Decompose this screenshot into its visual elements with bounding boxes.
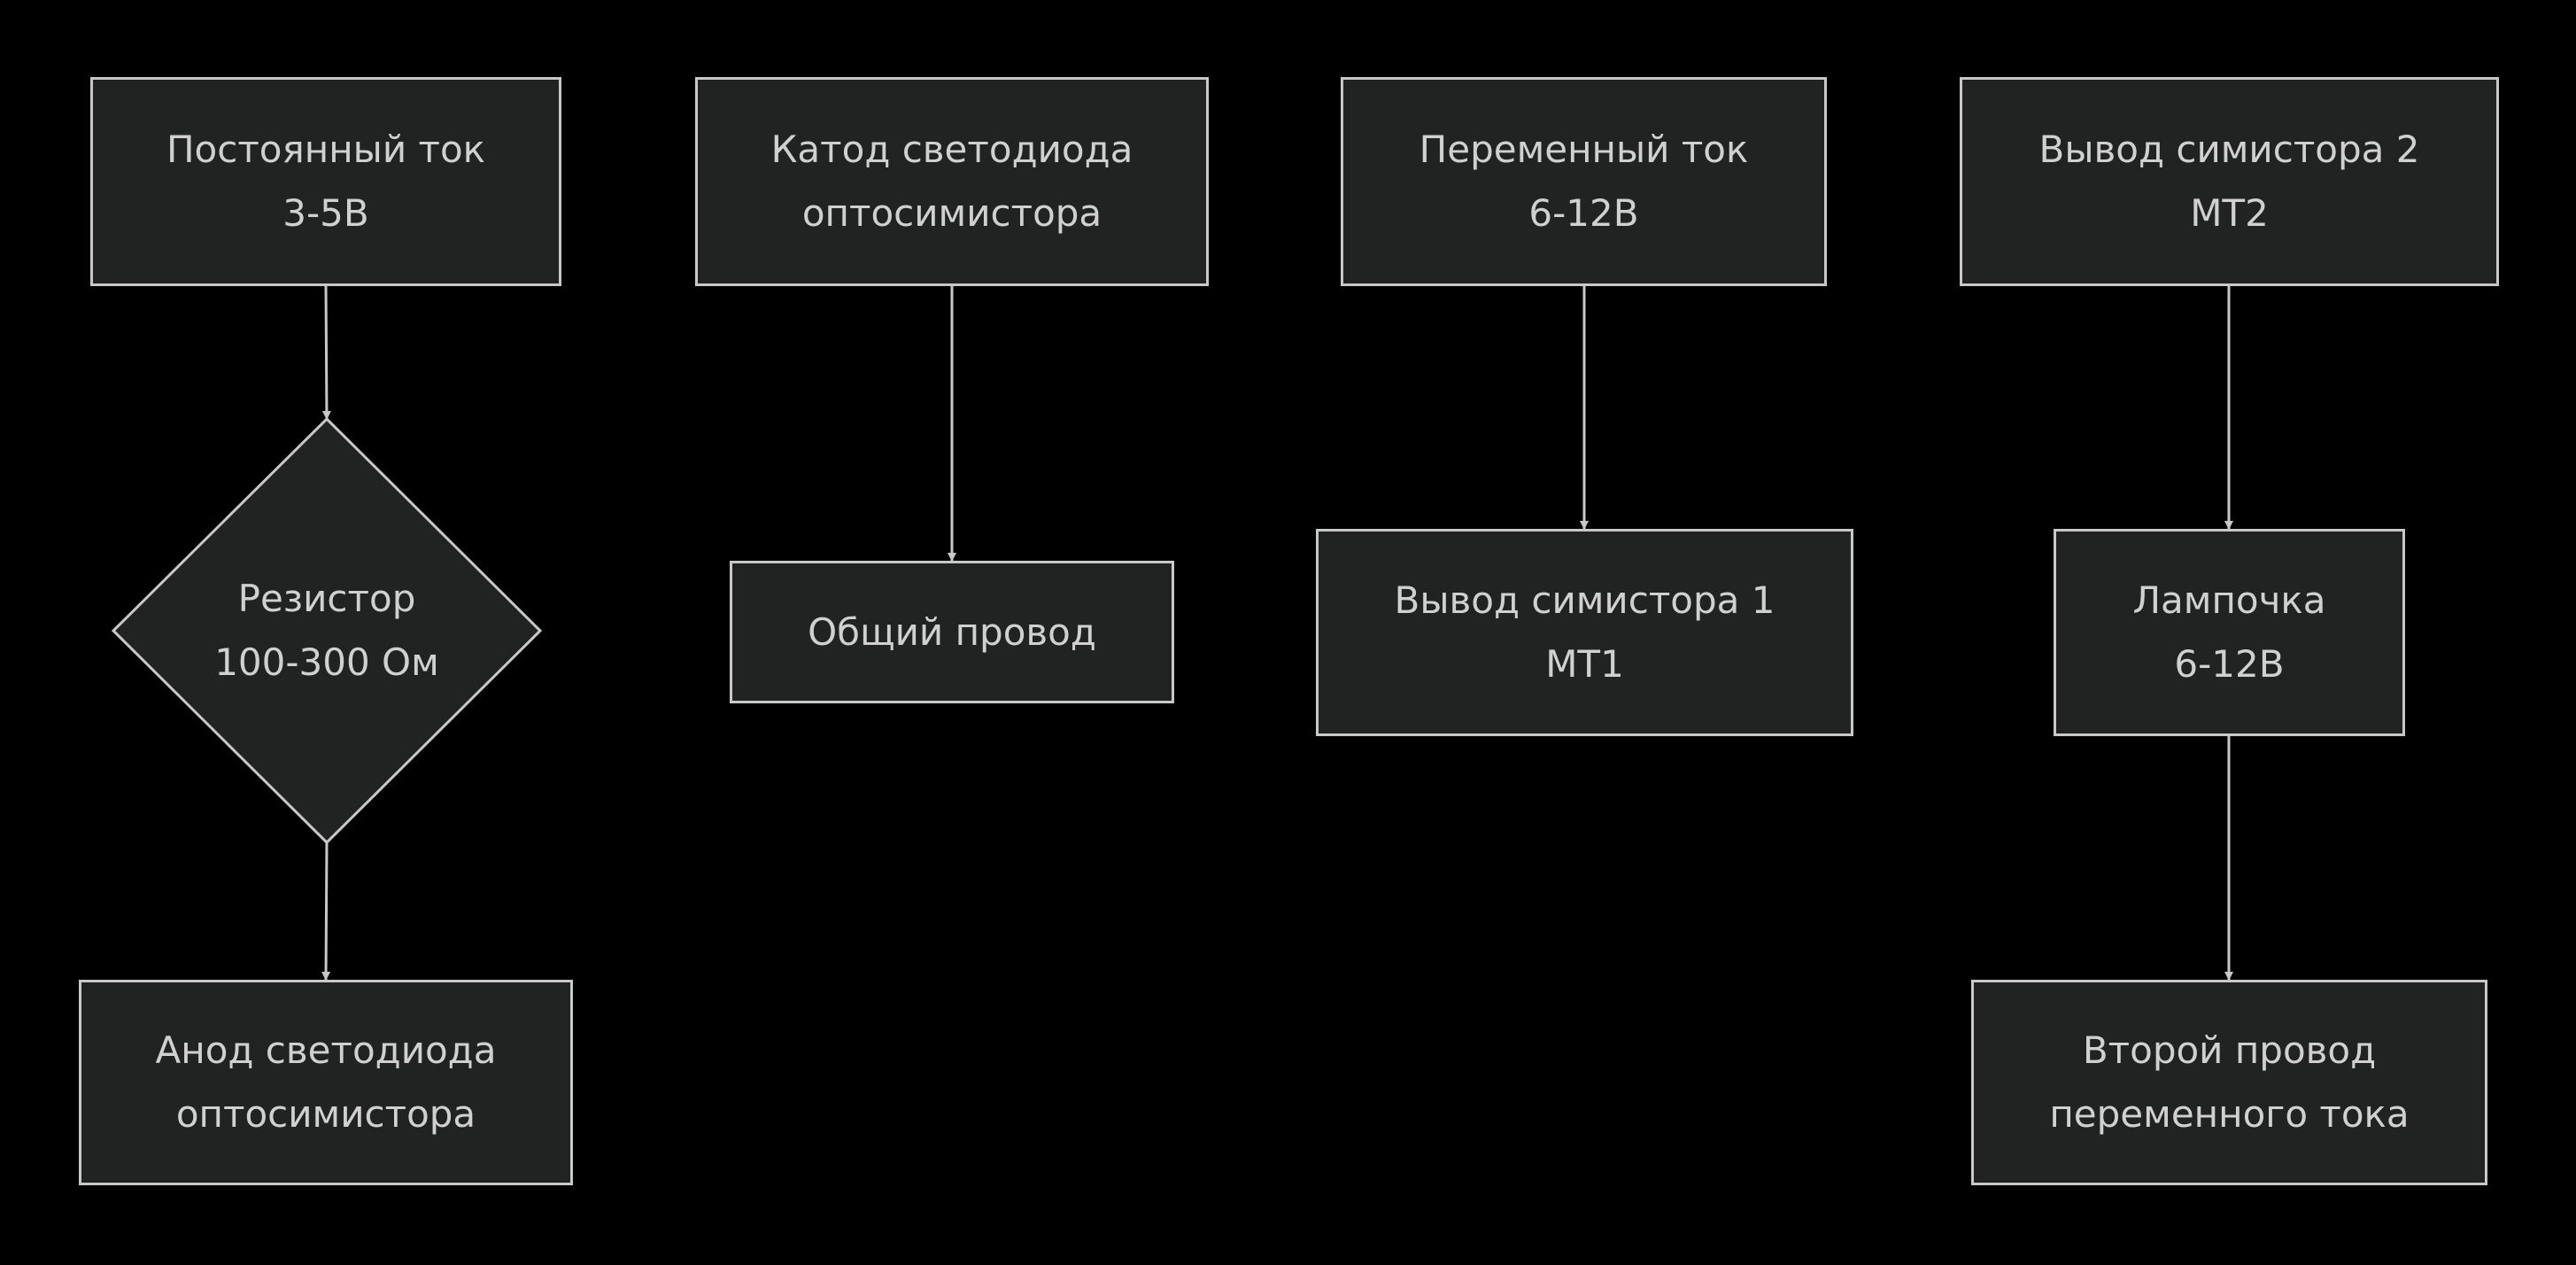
node-label: Общий провод [808, 609, 1096, 654]
node-sublabel: MT2 [2190, 191, 2269, 235]
node-triac-mt1: Вывод симистора 1 MT1 [1316, 529, 1853, 736]
node-sublabel: 3-5В [282, 191, 369, 235]
node-label: Вывод симистора 1 [1394, 578, 1775, 622]
node-label: Переменный ток [1419, 128, 1749, 171]
node-label: Катод светодиода [770, 128, 1133, 171]
edge-resistor-anode [321, 842, 331, 981]
node-second-ac-wire: Второй провод переменного тока [1971, 980, 2487, 1185]
node-label: Постоянный ток [166, 128, 486, 171]
node-sublabel: переменного тока [2049, 1092, 2410, 1136]
node-triac-mt2: Вывод симистора 2 MT2 [1960, 77, 2499, 286]
node-resistor: Резистор 100-300 Ом [113, 419, 540, 842]
node-common-wire: Общий провод [730, 561, 1174, 703]
node-sublabel: 100-300 Ом [214, 640, 439, 684]
node-sublabel: 6-12В [2174, 642, 2285, 686]
node-led-anode: Анод светодиода оптосимистора [79, 980, 573, 1185]
node-dc-power: Постоянный ток 3-5В [90, 77, 561, 286]
node-label: Вывод симистора 2 [2038, 128, 2420, 171]
node-label: Второй провод [2082, 1028, 2377, 1072]
resistor-diamond [111, 416, 543, 845]
node-label: Резистор [237, 577, 416, 620]
node-sublabel: MT1 [1545, 642, 1624, 686]
node-sublabel: оптосимистора [175, 1092, 476, 1136]
node-led-cathode: Катод светодиода оптосимистора [695, 77, 1209, 286]
node-lamp: Лампочка 6-12В [2054, 529, 2405, 736]
edge-dc-resistor [321, 285, 331, 420]
node-sublabel: оптосимистора [801, 191, 1102, 235]
node-sublabel: 6-12В [1528, 191, 1639, 235]
node-label: Лампочка [2132, 578, 2326, 622]
node-ac-power: Переменный ток 6-12В [1341, 77, 1827, 286]
node-label: Анод светодиода [155, 1028, 497, 1072]
